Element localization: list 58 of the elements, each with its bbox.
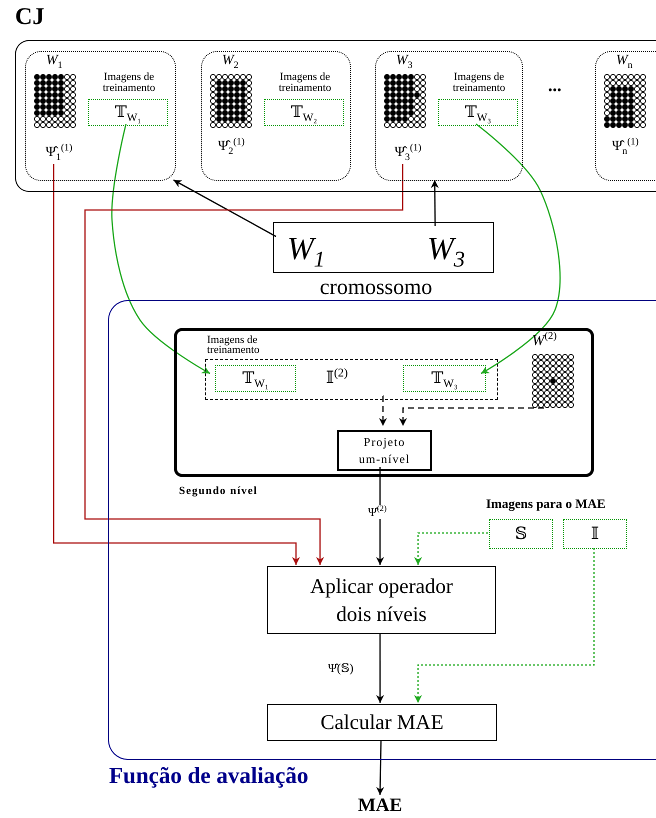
gene-label: W$_{1}$ (277, 227, 335, 269)
caption-text: Imagens de treinamento (102, 72, 156, 94)
panel-title: Função de avaliação (109, 764, 308, 787)
arrow (476, 123, 561, 374)
window-label: W$_{3}$ (396, 54, 413, 68)
arrow (111, 124, 210, 374)
image-set-box (88, 99, 168, 126)
math-label: 𝕋$_{W₃}$ (431, 368, 458, 390)
window-label: W$^{(2)}$ (532, 334, 557, 349)
window-label: W$_{2}$ (222, 54, 239, 68)
edge-label: Ψ̂(𝕊) (326, 661, 356, 675)
arrow (399, 402, 549, 426)
image-set-box (489, 519, 553, 549)
arrow (173, 179, 276, 238)
window-card (201, 51, 351, 181)
caption-text: Imagens de treinamento (278, 72, 332, 94)
process-box (337, 430, 432, 471)
gene-label: W$_{3}$ (417, 227, 475, 269)
process-box (267, 566, 496, 634)
math-label: 𝕀$^{(2)}$ (326, 369, 348, 386)
caption-text: Imagens para o MAE (486, 497, 606, 510)
image-set-box (403, 365, 486, 392)
arrow (52, 164, 300, 565)
window-label: W$_{n}$ (616, 54, 633, 68)
arrow (376, 467, 384, 565)
math-label: 𝕋$_{W₃}$ (464, 102, 492, 124)
image-set-box (563, 519, 627, 549)
ellipsis-text: ... (548, 76, 562, 94)
math-label: Projeto um-nível (358, 434, 412, 467)
arrow (430, 180, 439, 226)
image-set-box (438, 99, 518, 126)
window-card (25, 51, 176, 181)
image-set-box (215, 365, 296, 392)
panel-title: Segundo nível (179, 486, 258, 497)
box-label: Aplicar operador dois níveis (309, 572, 454, 628)
process-box (267, 704, 497, 741)
arrow (84, 164, 404, 565)
caption-text: Imagens de treinamento (452, 72, 506, 94)
math-label: 𝕋$_{W₁}$ (114, 102, 142, 124)
chromosome-caption: cromossomo (320, 276, 432, 298)
math-label: 𝕋$_{W₁}$ (242, 368, 269, 390)
math-label: 𝕊 (514, 522, 528, 545)
arrow (376, 740, 384, 796)
window-label: W$_{1}$ (46, 54, 63, 68)
arrow (376, 633, 384, 703)
math-label: 𝕀 (591, 522, 599, 545)
arrow (378, 395, 387, 426)
arrow (414, 532, 488, 565)
panel-title: CJ (15, 5, 44, 29)
edge-label: Ψ̂$^{(2)}$ (366, 505, 389, 519)
caption-text: Imagens de treinamento (207, 335, 261, 356)
window-card (375, 51, 523, 181)
window-card (595, 51, 656, 181)
output-label: MAE (350, 795, 410, 817)
arrow (414, 548, 595, 703)
math-label: 𝕋$_{W₂}$ (290, 102, 318, 124)
box-label: Calcular MAE (320, 709, 444, 736)
image-set-box (264, 99, 344, 126)
